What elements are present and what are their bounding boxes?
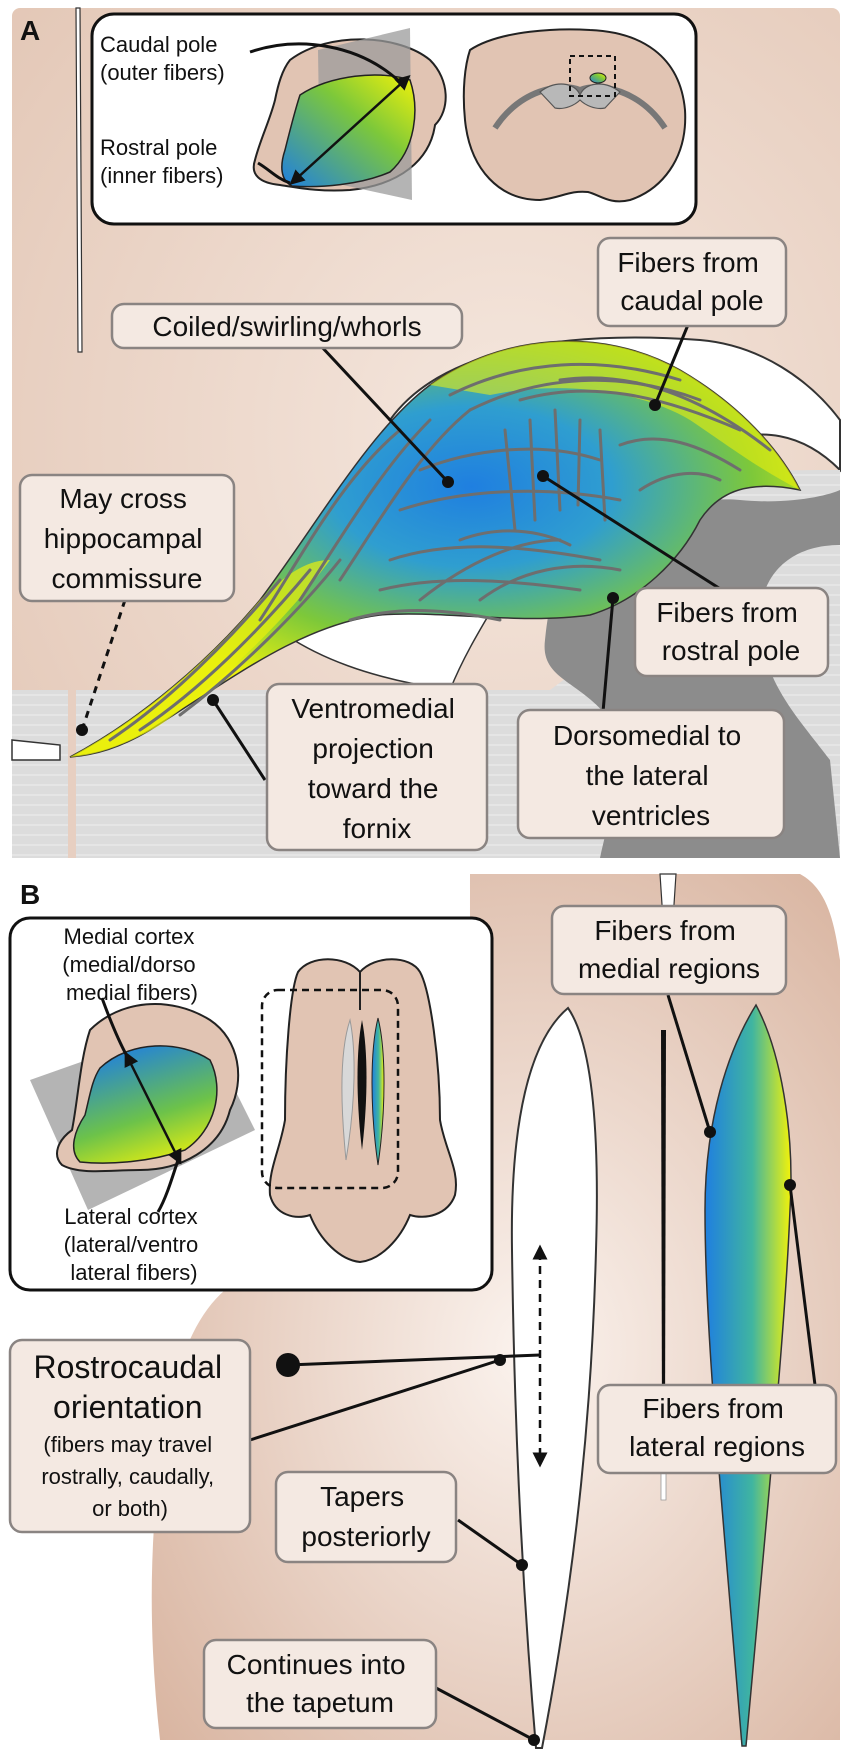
tapers-dot bbox=[516, 1559, 528, 1571]
inset-b-zoom-box bbox=[260, 988, 400, 1190]
fibers-caudal-box bbox=[596, 236, 788, 328]
midline-sliver bbox=[75, 7, 83, 353]
inset-b: Medial cortex (medial/dorso medial fiber… bbox=[8, 916, 494, 1292]
fibers-lateral-leader bbox=[788, 1184, 817, 1386]
fibers-lateral-dot bbox=[784, 1179, 796, 1191]
rostral-pole-label: Rostral pole (inner fibers) bbox=[100, 135, 224, 188]
callout-dorsomedial: Dorsomedial to the lateral ventricles bbox=[516, 592, 786, 840]
panel-b-corner bbox=[800, 874, 840, 960]
ventromedial-dot bbox=[207, 694, 219, 706]
rostrocaudal-label: Rostrocaudal orientation (fibers may tra… bbox=[34, 1349, 227, 1521]
fiber-strokes-a bbox=[108, 362, 772, 742]
panel-b: B bbox=[8, 872, 840, 1749]
may-cross-leader bbox=[80, 599, 127, 731]
ventromedial-label: Ventromedial projection toward the forni… bbox=[291, 693, 462, 844]
callout-continues: Continues into the tapetum bbox=[202, 1638, 540, 1746]
fibers-rostral-box bbox=[633, 586, 830, 678]
dorsomedial-dot bbox=[607, 592, 619, 604]
rostrocaudal-box bbox=[8, 1338, 252, 1534]
dorsomedial-box bbox=[516, 708, 786, 840]
coronal-bundle-marker bbox=[589, 72, 607, 84]
commissure-stripe bbox=[68, 690, 76, 858]
rostrocaudal-axis-arrow bbox=[289, 74, 411, 186]
fibers-medial-dot bbox=[704, 1126, 716, 1138]
ventromedial-leader bbox=[211, 699, 267, 781]
coronal-zoom-box bbox=[569, 55, 616, 97]
left-white-space bbox=[11, 739, 61, 761]
mediolateral-axis-arrow bbox=[124, 1051, 182, 1165]
coronal-corpus-callosum bbox=[492, 84, 668, 130]
fibers-medial-label: Fibers from medial regions bbox=[578, 915, 760, 984]
coiled-leader bbox=[318, 343, 450, 484]
may-cross-box bbox=[18, 473, 236, 603]
ventromedial-box bbox=[265, 682, 489, 852]
fibers-medial-box bbox=[550, 904, 788, 996]
continues-box bbox=[202, 1638, 438, 1730]
lateral-cortex-label: Lateral cortex (lateral/ventro lateral f… bbox=[64, 1204, 205, 1285]
fibers-rostral-leader bbox=[542, 474, 723, 592]
rostral-pole-leader bbox=[257, 161, 291, 185]
callout-may-cross: May cross hippocampal commissure bbox=[18, 473, 236, 736]
continues-leader bbox=[435, 1686, 535, 1742]
fibers-caudal-label: Fibers from caudal pole bbox=[617, 247, 766, 316]
medial-cortex-label: Medial cortex (medial/dorso medial fiber… bbox=[62, 924, 201, 1005]
panel-a: A bbox=[11, 7, 841, 858]
fibers-caudal-leader bbox=[653, 319, 692, 406]
fibers-medial-leader bbox=[666, 994, 712, 1133]
callout-rostrocaudal: Rostrocaudal orientation (fibers may tra… bbox=[8, 1338, 541, 1534]
callout-fibers-lateral: Fibers from lateral regions bbox=[596, 1179, 838, 1475]
caudal-pole-leader bbox=[249, 42, 402, 84]
caudal-pole-label: Caudal pole (outer fibers) bbox=[100, 32, 225, 85]
fibers-rostral-label: Fibers from rostral pole bbox=[656, 597, 805, 666]
callout-fibers-medial: Fibers from medial regions bbox=[550, 904, 788, 1138]
may-cross-dot bbox=[76, 724, 88, 736]
callout-fibers-rostral: Fibers from rostral pole bbox=[537, 470, 830, 678]
caudal-yellow-rim bbox=[430, 341, 800, 490]
tapers-box bbox=[274, 1470, 458, 1564]
may-cross-label: May cross hippocampal commissure bbox=[44, 483, 211, 594]
callout-tapers: Tapers posteriorly bbox=[274, 1470, 528, 1571]
rostrocaudal-dot bbox=[494, 1354, 506, 1366]
coiled-box bbox=[110, 302, 464, 350]
fibers-rostral-dot bbox=[537, 470, 549, 482]
inset-b-bundle bbox=[371, 1017, 385, 1166]
continues-label: Continues into the tapetum bbox=[227, 1649, 414, 1718]
ventromedial-yellow-tail bbox=[70, 560, 330, 757]
dorsomedial-label: Dorsomedial to the lateral ventricles bbox=[553, 720, 749, 831]
inset-b-septum bbox=[357, 1020, 367, 1150]
coronal-brain bbox=[462, 28, 687, 203]
panel-a-letter: A bbox=[20, 15, 40, 46]
lateral-cortex-leader bbox=[156, 1159, 180, 1213]
continues-dot bbox=[528, 1734, 540, 1746]
callout-coiled: Coiled/swirling/whorls bbox=[110, 302, 464, 488]
fibers-caudal-dot bbox=[649, 399, 661, 411]
inset-a: Caudal pole (outer fibers) Rostral pole … bbox=[90, 12, 698, 226]
inset-b-left-ventricle bbox=[341, 1018, 355, 1161]
coiled-label: Coiled/swirling/whorls bbox=[152, 311, 421, 342]
coiled-dot bbox=[442, 476, 454, 488]
medial-cortex-leader bbox=[100, 997, 130, 1059]
rostrocaudal-leader-lower bbox=[249, 1358, 501, 1442]
fibers-lateral-label: Fibers from lateral regions bbox=[629, 1393, 805, 1462]
panel-b-septum bbox=[661, 1030, 666, 1430]
rostrocaudal-big-dot bbox=[276, 1353, 300, 1377]
tapers-leader bbox=[457, 1518, 523, 1567]
dorsomedial-leader bbox=[601, 597, 615, 713]
panel-b-letter: B bbox=[20, 879, 40, 910]
callout-fibers-caudal: Fibers from caudal pole bbox=[596, 236, 788, 411]
tapers-label: Tapers posteriorly bbox=[301, 1481, 430, 1552]
panel-b-ventricle bbox=[510, 1006, 598, 1749]
callout-ventromedial: Ventromedial projection toward the forni… bbox=[207, 682, 489, 852]
fibers-lateral-box bbox=[596, 1383, 838, 1475]
